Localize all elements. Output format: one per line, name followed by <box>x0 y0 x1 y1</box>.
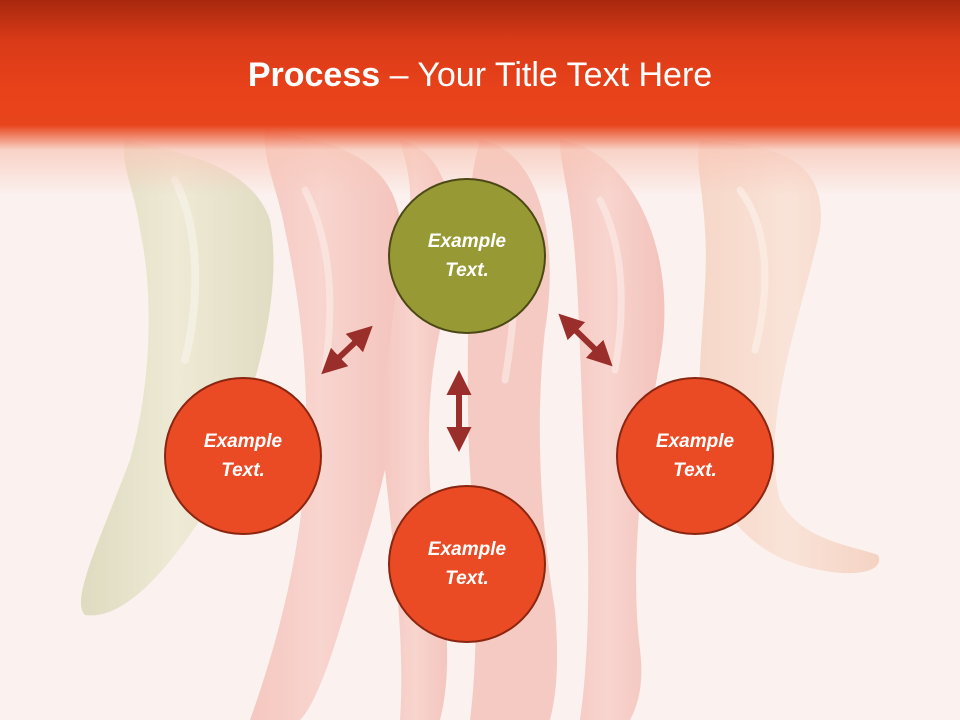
title-rest-text: – Your Title Text Here <box>380 56 713 94</box>
process-node-left: Example Text. <box>164 377 322 535</box>
process-node-right-label: Example Text. <box>655 431 735 481</box>
process-node-top-label: Example Text. <box>427 231 507 281</box>
process-node-right: Example Text. <box>616 377 774 535</box>
process-node-left-label: Example Text. <box>203 431 283 481</box>
process-node-bottom-label: Example Text. <box>427 539 507 589</box>
title-bold-text: Process <box>247 56 381 94</box>
title-bar <box>0 0 960 195</box>
process-node-top: Example Text. <box>388 178 546 334</box>
process-node-bottom: Example Text. <box>388 485 546 643</box>
slide-title: Process – Your Title Text Here <box>0 54 960 96</box>
